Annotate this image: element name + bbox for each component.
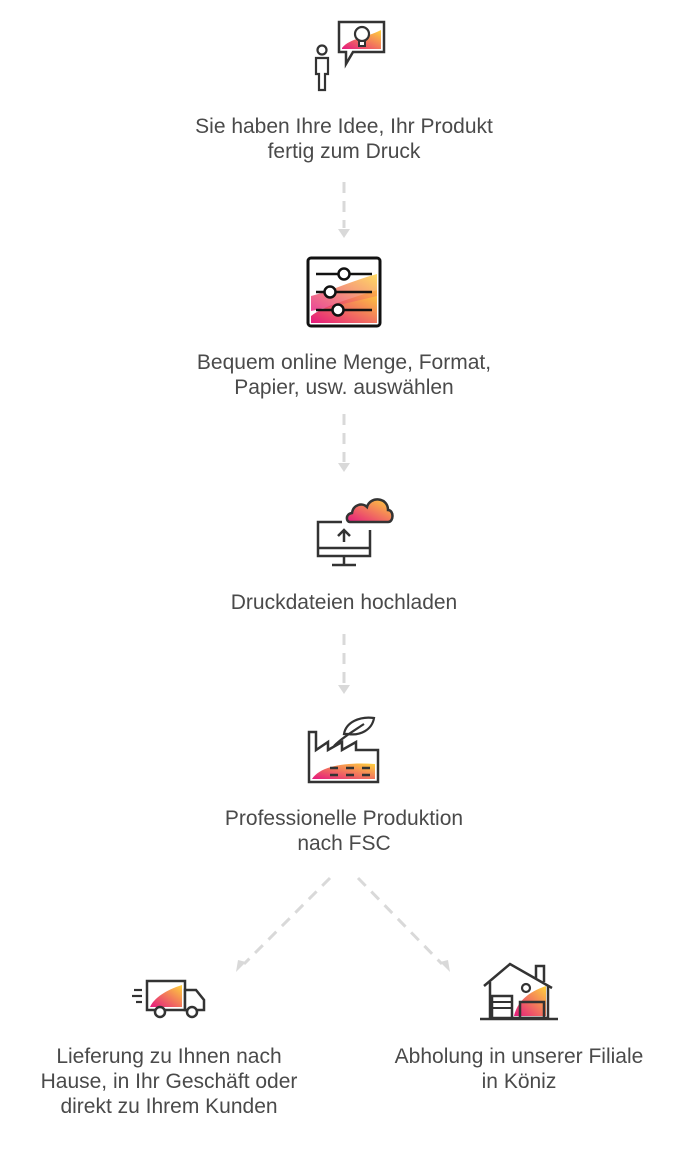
option-2-label: Abholung in unserer Filiale in Köniz xyxy=(394,1045,644,1093)
factory-leaf-icon xyxy=(307,716,380,784)
store-house-icon xyxy=(480,962,558,1021)
arrowhead-1 xyxy=(338,229,350,238)
arrowhead-right xyxy=(440,960,450,972)
option-1-label: Lieferung zu Ihnen nach Hause, in Ihr Ge… xyxy=(40,1045,298,1118)
step-4-label: Professionelle Produktion nach FSC xyxy=(224,807,464,855)
settings-sliders-icon xyxy=(306,256,382,328)
cloud-upload-monitor-icon xyxy=(316,498,394,567)
connector-right xyxy=(356,876,444,966)
idea-person-icon xyxy=(314,20,386,92)
arrowhead-left xyxy=(236,960,246,972)
connector-left xyxy=(242,876,332,966)
step-1-label: Sie haben Ihre Idee, Ihr Produkt fertig … xyxy=(195,115,493,163)
delivery-truck-icon xyxy=(132,979,206,1019)
step-2-label: Bequem online Menge, Format, Papier, usw… xyxy=(196,351,492,399)
arrowhead-3 xyxy=(338,685,350,694)
step-3-label: Druckdateien hochladen xyxy=(230,591,458,614)
arrowhead-2 xyxy=(338,463,350,472)
